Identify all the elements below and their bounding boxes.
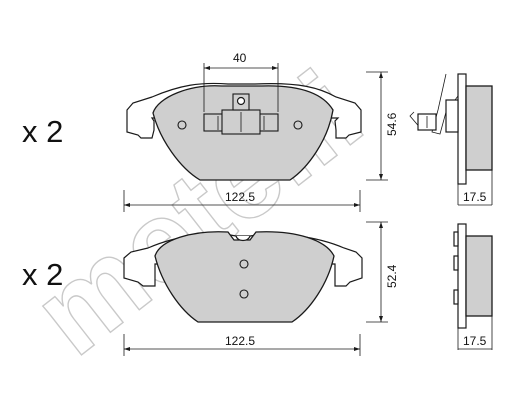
dimension-label-width-bottom: 122.5	[225, 334, 255, 348]
pin-hole-left-top	[177, 120, 187, 130]
dimension-label-height-bottom: 52.4	[385, 264, 399, 288]
dimension-label-thickness-top: 17.5	[463, 190, 487, 204]
dimension-label-width-top: 122.5	[225, 190, 255, 204]
side-view-bottom: 17.5	[453, 223, 493, 350]
dimension-width-top: 122.5	[123, 190, 361, 212]
friction-material-bottom	[154, 231, 335, 323]
dimension-sensor-span: 40	[203, 51, 279, 112]
wear-sensor-clip-top	[203, 93, 279, 135]
pin-hole-lower-bottom	[239, 289, 249, 299]
pin-hole-upper-bottom	[239, 259, 249, 269]
pad-top: x 2 40	[22, 51, 493, 212]
quantity-label-bottom: x 2	[22, 257, 63, 292]
dimension-label-sensor: 40	[233, 51, 247, 65]
dimension-height-bottom: 52.4	[366, 221, 399, 323]
dimension-label-height-top: 54.6	[385, 112, 399, 136]
pin-hole-right-top	[293, 120, 303, 130]
dimension-width-bottom: 122.5	[123, 334, 361, 356]
dimension-label-thickness-bottom: 17.5	[463, 334, 487, 348]
dimension-height-top: 54.6	[366, 71, 399, 181]
side-view-top: 17.5	[409, 73, 493, 206]
quantity-label-top: x 2	[22, 114, 63, 149]
pad-bottom: x 2 52.4 122.5	[22, 221, 493, 356]
